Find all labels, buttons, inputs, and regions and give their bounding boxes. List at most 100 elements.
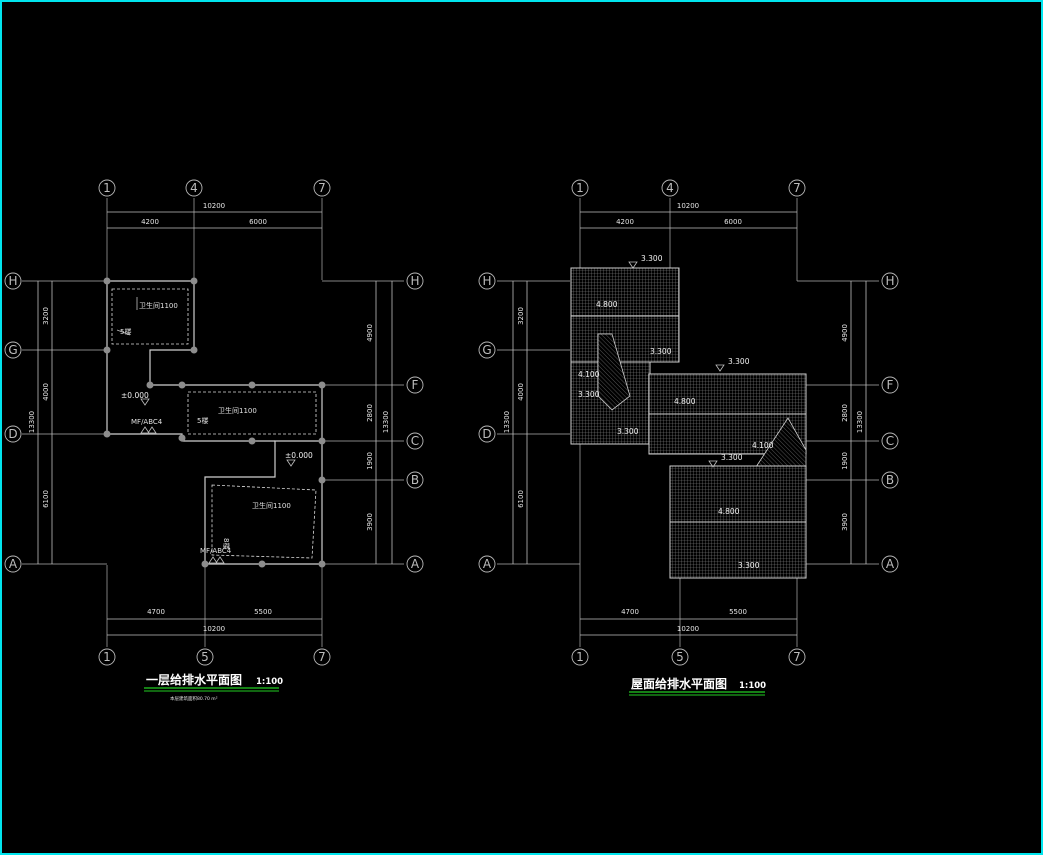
roof-level: 3.300 bbox=[578, 390, 600, 399]
dim-bottom-total: 10200 bbox=[677, 625, 699, 633]
axis-label: G bbox=[8, 343, 17, 357]
axis-label: 1 bbox=[576, 650, 584, 664]
dim-right-seg: 2800 bbox=[841, 404, 849, 422]
extinguisher-label: MF/ABC4 bbox=[131, 418, 163, 426]
axis-label: 5 bbox=[676, 650, 684, 664]
roof-level: 3.300 bbox=[721, 453, 743, 462]
axis-label: C bbox=[411, 434, 419, 448]
dim-right-seg: 3900 bbox=[366, 513, 374, 531]
plan-title: 一层给排水平面图 bbox=[146, 672, 242, 687]
dim-right-seg: 4900 bbox=[366, 324, 374, 342]
floor-level: ±0.000 bbox=[285, 451, 313, 460]
drain-tag: 5楼 bbox=[197, 416, 208, 425]
dim-bottom-seg: 5500 bbox=[729, 608, 747, 616]
roof-level: 3.300 bbox=[738, 561, 760, 570]
roof-level: 4.100 bbox=[752, 441, 774, 450]
drain-tag: 8楼 bbox=[222, 538, 231, 549]
axis-label: F bbox=[412, 378, 419, 392]
roof-slopes bbox=[570, 267, 807, 579]
axis-label: H bbox=[410, 274, 419, 288]
dim-right-seg: 3900 bbox=[841, 513, 849, 531]
room-label: 卫生间1100 bbox=[218, 406, 257, 415]
roof-title-block: 屋面给排水平面图 1:100 bbox=[629, 676, 766, 696]
plan-title: 屋面给排水平面图 bbox=[631, 676, 727, 691]
dim-right-total: 13300 bbox=[382, 411, 390, 433]
plan-scale: 1:100 bbox=[739, 681, 766, 691]
axis-label: 7 bbox=[318, 181, 326, 195]
axis-label: 4 bbox=[190, 181, 198, 195]
roof-dimension-text: 10200 4200 6000 4700 5500 10200 13300 32… bbox=[503, 202, 864, 633]
axis-label: F bbox=[887, 378, 894, 392]
dim-top-seg: 6000 bbox=[249, 218, 267, 226]
dim-top-total: 10200 bbox=[203, 202, 225, 210]
ground-annotations: 卫生间1100 5楼 ±0.000 MF/ABC4 卫生间1100 5楼 ±0.… bbox=[116, 297, 313, 564]
ground-floor-plan: 1 4 7 1 5 7 H G D A H bbox=[4, 179, 424, 702]
dim-left-seg: 3200 bbox=[42, 307, 50, 325]
dim-top-total: 10200 bbox=[677, 202, 699, 210]
dim-right-seg: 4900 bbox=[841, 324, 849, 342]
axis-label: G bbox=[482, 343, 491, 357]
roof-dimension-lines bbox=[512, 211, 867, 636]
roof-levels: 3.300 4.800 3.300 4.100 3.300 3.300 3.30… bbox=[578, 254, 774, 570]
ground-dimension-lines bbox=[37, 211, 393, 636]
dim-bottom-seg: 5500 bbox=[254, 608, 272, 616]
dim-bottom-total: 10200 bbox=[203, 625, 225, 633]
floor-level: ±0.000 bbox=[121, 391, 149, 400]
plan-subtitle: 本层建筑面积80.70 m² bbox=[170, 695, 218, 702]
roof-level: 4.800 bbox=[718, 507, 740, 516]
roof-level: 3.300 bbox=[617, 427, 639, 436]
roof-plan: 1 4 7 1 5 7 H G D A H bbox=[478, 179, 899, 696]
dim-right-seg: 2800 bbox=[366, 404, 374, 422]
axis-label: H bbox=[8, 274, 17, 288]
roof-level: 4.800 bbox=[596, 300, 618, 309]
axis-label: A bbox=[9, 557, 18, 571]
axis-label: A bbox=[886, 557, 895, 571]
roof-grid-lines bbox=[497, 198, 879, 647]
axis-label: 1 bbox=[576, 181, 584, 195]
dim-top-seg: 6000 bbox=[724, 218, 742, 226]
room-label: 卫生间1100 bbox=[139, 301, 178, 310]
roof-level: 3.300 bbox=[641, 254, 663, 263]
ground-columns bbox=[103, 277, 326, 568]
dim-right-total: 13300 bbox=[856, 411, 864, 433]
roof-level: 3.300 bbox=[728, 357, 750, 366]
axis-label: 5 bbox=[201, 650, 209, 664]
extinguisher-label: MF/ABC4 bbox=[200, 547, 232, 555]
ground-title-block: 一层给排水平面图 1:100 本层建筑面积80.70 m² bbox=[144, 672, 283, 702]
axis-label: B bbox=[886, 473, 894, 487]
room-label: 卫生间1100 bbox=[252, 501, 291, 510]
dim-left-total: 13300 bbox=[28, 411, 36, 433]
dim-bottom-seg: 4700 bbox=[147, 608, 165, 616]
dim-left-seg: 6100 bbox=[517, 490, 525, 508]
axis-label: 7 bbox=[793, 181, 801, 195]
axis-label: D bbox=[482, 427, 491, 441]
axis-label: D bbox=[8, 427, 17, 441]
dim-top-seg: 4200 bbox=[141, 218, 159, 226]
roof-axis-bubbles: 1 4 7 1 5 7 H G D A H bbox=[478, 179, 899, 666]
dim-bottom-seg: 4700 bbox=[621, 608, 639, 616]
axis-label: 1 bbox=[103, 181, 111, 195]
dim-left-seg: 6100 bbox=[42, 490, 50, 508]
axis-label: A bbox=[483, 557, 492, 571]
ground-dimension-text: 10200 4200 6000 4700 5500 10200 13300 32… bbox=[28, 202, 390, 633]
plan-scale: 1:100 bbox=[256, 677, 283, 687]
axis-label: C bbox=[886, 434, 894, 448]
dim-right-seg: 1900 bbox=[366, 452, 374, 470]
axis-label: 4 bbox=[666, 181, 674, 195]
dim-left-seg: 4000 bbox=[517, 383, 525, 401]
axis-label: H bbox=[482, 274, 491, 288]
dim-left-total: 13300 bbox=[503, 411, 511, 433]
dim-left-seg: 4000 bbox=[42, 383, 50, 401]
ground-grid-lines bbox=[22, 198, 404, 647]
drain-tag: 5楼 bbox=[120, 327, 131, 336]
axis-label: H bbox=[885, 274, 894, 288]
roof-level: 4.100 bbox=[578, 370, 600, 379]
axis-label: A bbox=[411, 557, 420, 571]
roof-level: 4.800 bbox=[674, 397, 696, 406]
roof-level: 3.300 bbox=[650, 347, 672, 356]
axis-label: 1 bbox=[103, 650, 111, 664]
dim-top-seg: 4200 bbox=[616, 218, 634, 226]
axis-label: 7 bbox=[793, 650, 801, 664]
